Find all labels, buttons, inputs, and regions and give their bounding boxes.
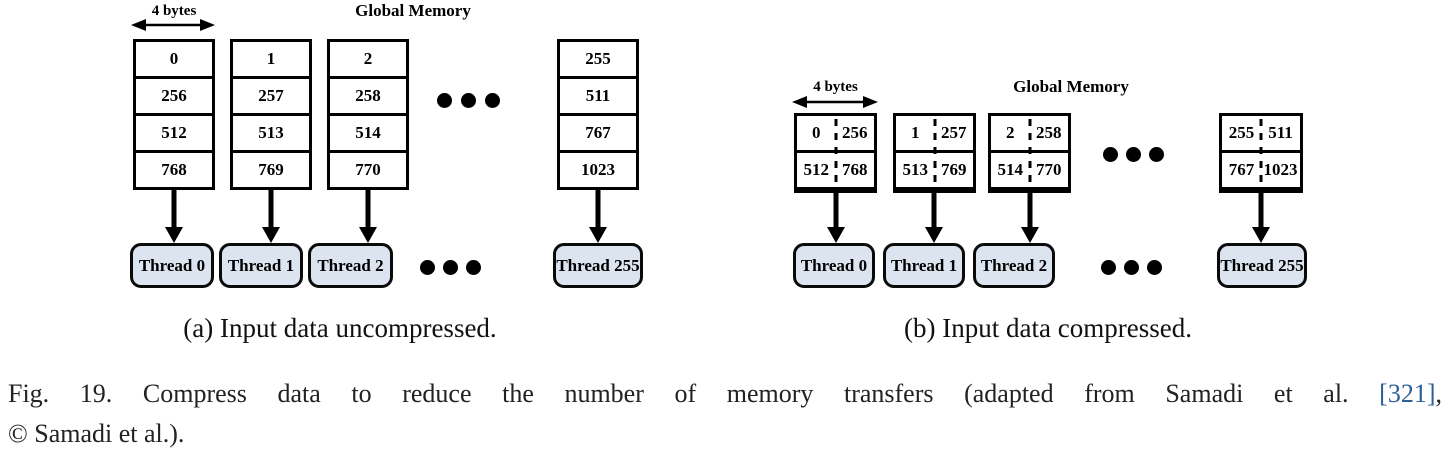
memory-cell: 0 — [812, 123, 821, 142]
subcaption-a: (a) Input data uncompressed. — [183, 313, 497, 343]
memory-cell: 511 — [560, 79, 636, 116]
byte-width-label: 4 bytes — [813, 79, 858, 95]
thread-label: Thread 255 — [556, 255, 640, 275]
ellipsis-dots — [1101, 260, 1162, 275]
memory-cell: 256 — [136, 79, 212, 116]
dashed-divider — [1028, 119, 1031, 187]
memory-cell: 258 — [330, 79, 406, 116]
memory-cell: 1 — [911, 123, 920, 142]
subcaption-b: (b) Input data compressed. — [904, 313, 1192, 343]
memory-column-0: 0 256 512 768 — [133, 39, 215, 190]
memory-cell: 1023 — [1263, 160, 1298, 179]
memory-cell: 257 — [941, 123, 967, 142]
dashed-divider — [1259, 119, 1263, 187]
memory-cell: 2 — [1006, 123, 1015, 142]
global-memory-title: Global Memory — [1013, 77, 1129, 96]
thread-box-2: Thread 2 — [973, 243, 1055, 288]
down-arrow-icon — [165, 187, 183, 243]
memory-cell: 769 — [258, 160, 284, 179]
memory-column-1: 1 257 513 769 — [230, 39, 312, 190]
memory-cell: 512 — [803, 160, 830, 179]
thread-box-2: Thread 2 — [308, 243, 393, 288]
memory-cell: 256 — [842, 123, 868, 142]
thread-box-0: Thread 0 — [793, 243, 875, 288]
thread-box-255: Thread 255 — [1217, 243, 1307, 288]
memory-cell: 768 — [161, 160, 187, 179]
dot-icon — [466, 260, 481, 275]
dot-icon — [1101, 260, 1116, 275]
thread-box-1: Thread 1 — [883, 243, 965, 288]
thread-box-0: Thread 0 — [130, 243, 214, 288]
caption-text: Fig. 19. Compress data to reduce the num… — [8, 379, 1380, 408]
memory-cell: 513 — [902, 160, 929, 179]
down-arrow-icon — [589, 187, 607, 243]
down-arrow-icon — [1021, 187, 1039, 243]
memory-box-255: 255 511 767 1023 — [1219, 113, 1303, 193]
memory-cell: 258 — [1036, 123, 1062, 142]
thread-box-1: Thread 1 — [219, 243, 303, 288]
thread-label: Thread 2 — [317, 255, 384, 275]
thread-label: Thread 1 — [890, 255, 958, 275]
caption-text: , — [1435, 379, 1443, 408]
dashed-divider — [834, 119, 837, 187]
memory-cell: 514 — [330, 116, 406, 153]
dot-icon — [443, 260, 458, 275]
memory-cell: 2 — [330, 42, 406, 79]
memory-cell: 770 — [1036, 160, 1062, 179]
dot-icon — [1149, 147, 1164, 162]
memory-box-2: 2 258 514 770 — [988, 113, 1071, 193]
dot-icon — [1126, 147, 1141, 162]
reference-link[interactable]: [321] — [1379, 379, 1436, 408]
memory-cell: 769 — [941, 160, 967, 179]
double-arrow-icon — [131, 19, 215, 31]
thread-label: Thread 2 — [980, 255, 1048, 275]
down-arrow-icon — [1252, 187, 1270, 243]
figure-caption-line1: Fig. 19. Compress data to reduce the num… — [8, 374, 1442, 414]
memory-cell: 0 — [136, 42, 212, 79]
byte-width-label: 4 bytes — [151, 3, 197, 19]
memory-cell: 770 — [355, 160, 381, 179]
thread-box-255: Thread 255 — [553, 243, 643, 288]
dot-icon — [1103, 147, 1118, 162]
thread-label: Thread 1 — [227, 255, 295, 275]
memory-cell: 513 — [233, 116, 309, 153]
memory-cell: 767 — [560, 116, 636, 153]
dot-icon — [437, 93, 452, 108]
memory-cell: 512 — [136, 116, 212, 153]
memory-cell: 1023 — [581, 160, 615, 179]
memory-cell: 1 — [233, 42, 309, 79]
double-arrow-icon — [792, 96, 878, 108]
memory-column-2: 2 258 514 770 — [327, 39, 409, 190]
dot-icon — [485, 93, 500, 108]
down-arrow-icon — [359, 187, 377, 243]
figure-caption: Fig. 19. Compress data to reduce the num… — [8, 374, 1442, 454]
ellipsis-dots — [1103, 147, 1164, 162]
memory-column-255: 255 511 767 1023 — [557, 39, 639, 190]
memory-cell: 255 — [560, 42, 636, 79]
down-arrow-icon — [827, 187, 845, 243]
thread-label: Thread 255 — [1220, 255, 1304, 275]
memory-cell: 255 — [1228, 123, 1255, 142]
ellipsis-dots — [437, 93, 500, 108]
thread-label: Thread 0 — [138, 255, 206, 275]
down-arrow-icon — [925, 187, 943, 243]
memory-box-1: 1 257 513 769 — [893, 113, 976, 193]
memory-cell: 514 — [997, 160, 1024, 179]
down-arrow-icon — [262, 187, 280, 243]
figure-caption-line2: © Samadi et al.). — [8, 419, 185, 448]
dot-icon — [461, 93, 476, 108]
dashed-divider — [933, 119, 936, 187]
ellipsis-dots — [420, 260, 481, 275]
memory-cell: 767 — [1228, 160, 1255, 179]
memory-cell: 768 — [842, 160, 868, 179]
dot-icon — [420, 260, 435, 275]
memory-box-0: 0 256 512 768 — [794, 113, 877, 193]
memory-cell: 511 — [1268, 123, 1293, 142]
memory-cell: 257 — [233, 79, 309, 116]
dot-icon — [1147, 260, 1162, 275]
dot-icon — [1124, 260, 1139, 275]
global-memory-title: Global Memory — [355, 1, 471, 20]
thread-label: Thread 0 — [800, 255, 868, 275]
